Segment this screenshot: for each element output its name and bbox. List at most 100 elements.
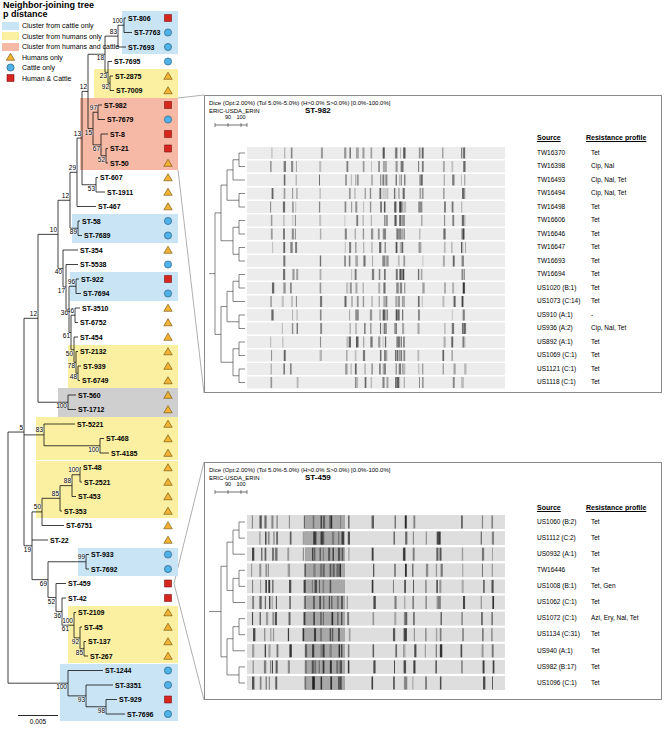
gel-band — [384, 202, 385, 213]
gel-band — [342, 532, 344, 545]
gel-band — [461, 148, 462, 159]
gel-band — [452, 215, 454, 226]
gel-band — [276, 516, 277, 529]
gel-band — [373, 612, 375, 625]
gel-band — [283, 229, 285, 240]
resistance-profile: Tet — [591, 231, 600, 238]
gel-band — [275, 612, 277, 625]
bootstrap-value: 23 — [100, 73, 107, 80]
st-label: ST-6749 — [82, 377, 108, 384]
gel-band — [312, 644, 314, 657]
gel-band — [330, 660, 332, 673]
gel-band — [337, 612, 339, 625]
tree-branch — [110, 76, 113, 77]
gel-band — [398, 364, 400, 375]
gel-band — [271, 596, 273, 609]
isolate-source: TW16498 — [537, 204, 565, 211]
gel-band — [331, 677, 332, 690]
tree-branch — [32, 511, 42, 512]
st-label: ST-2875 — [115, 73, 141, 80]
gel-band — [454, 296, 456, 307]
gel-band — [461, 242, 463, 253]
tree-branch — [74, 337, 75, 362]
gel-band — [346, 283, 348, 294]
gel-band — [439, 596, 441, 609]
gel-smear — [305, 612, 345, 626]
gel-band — [371, 296, 372, 307]
tree-branch — [66, 264, 78, 265]
gel-band — [284, 350, 286, 361]
gel-band — [344, 148, 346, 159]
gel-band — [290, 364, 292, 375]
gel-band — [305, 644, 307, 657]
gel-band — [319, 660, 320, 673]
gel-band — [370, 337, 372, 348]
host-symbol — [164, 667, 171, 674]
gel-band — [442, 350, 444, 361]
gel-band — [357, 310, 359, 321]
gel-band — [319, 175, 321, 186]
gel-band — [413, 580, 415, 593]
gel-band — [373, 660, 375, 673]
gel-band — [288, 628, 289, 641]
zoom-line — [178, 170, 204, 393]
gel-band — [320, 229, 321, 240]
st-label: ST-7694 — [83, 290, 109, 297]
tree-branch — [106, 149, 107, 164]
resistance-profile: Tet — [591, 631, 600, 638]
gel-band — [338, 532, 339, 545]
gel-band — [398, 337, 400, 348]
gel-band — [404, 580, 406, 593]
gel-band — [260, 580, 261, 593]
bootstrap-value: 69 — [40, 581, 47, 588]
tree-branch — [124, 18, 126, 19]
resistance-profile: Cip, Nal — [591, 163, 614, 170]
gel-band — [398, 188, 400, 199]
gel-band — [284, 148, 285, 159]
gel-band — [404, 612, 406, 625]
gel-band — [379, 296, 380, 307]
gel-band — [345, 229, 347, 240]
gel-band — [397, 283, 399, 294]
gel-band — [272, 548, 274, 561]
gel-band — [363, 229, 364, 240]
gel-band — [265, 564, 267, 577]
host-symbol — [164, 435, 172, 442]
scale-value: 90 — [225, 482, 231, 488]
gel-band — [385, 337, 386, 348]
tree-branch — [96, 178, 97, 193]
dendrogram-branch — [239, 369, 245, 383]
gel-band — [371, 377, 372, 388]
gel-band — [288, 564, 290, 577]
gel-band — [395, 644, 397, 657]
gel-band — [379, 242, 381, 253]
cluster-band: ST-58ST-7689 — [72, 214, 178, 243]
gel-band — [323, 596, 324, 609]
resistance-profile: Tet — [591, 519, 600, 526]
gel-band — [422, 364, 423, 375]
gel-band — [491, 612, 492, 625]
dendrogram-branch — [239, 570, 245, 586]
tree-branch — [74, 613, 75, 638]
gel-band — [386, 256, 388, 267]
dendrogram-branch — [227, 170, 239, 200]
bootstrap-value: 92 — [72, 639, 79, 646]
gel-band — [387, 310, 388, 321]
resistance-profile: Tet — [591, 551, 600, 558]
gel-band — [346, 350, 347, 361]
gel-band — [461, 256, 463, 267]
gel-band — [371, 215, 372, 226]
host-symbol — [164, 391, 172, 398]
st-label: ST-982 — [104, 102, 127, 109]
gel-band — [421, 175, 423, 186]
gel-band — [252, 677, 254, 690]
gel-band — [348, 516, 350, 529]
host-symbol — [164, 551, 171, 558]
resistance-profile: Tet — [591, 664, 600, 671]
bootstrap-value: 15 — [85, 130, 92, 137]
gel-band — [385, 323, 387, 334]
tree-branch — [101, 134, 108, 135]
gel-band — [303, 516, 305, 529]
column-header: Source — [537, 134, 561, 141]
st-label: ST-22 — [50, 537, 69, 544]
